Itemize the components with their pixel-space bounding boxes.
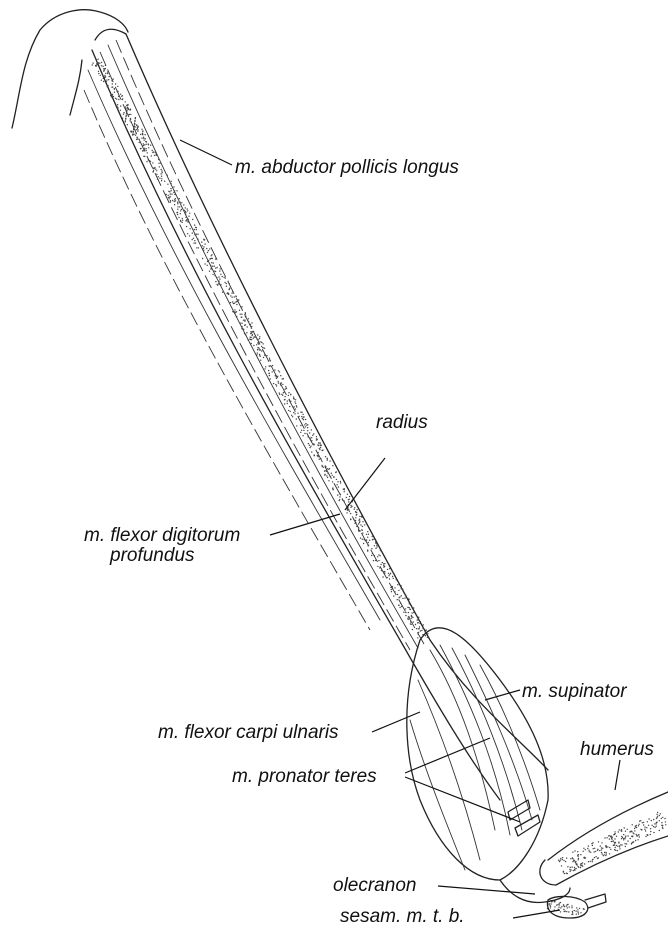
radius-stipple <box>92 59 667 917</box>
label-flexor-carpi-ulnaris: m. flexor carpi ulnaris <box>158 722 339 743</box>
leader-lines <box>180 140 620 918</box>
label-abductor-pollicis-longus: m. abductor pollicis longus <box>235 157 459 178</box>
label-pronator-teres: m. pronator teres <box>232 766 377 787</box>
leader-olecranon <box>438 886 535 894</box>
label-flexor-digitorum-line1: m. flexor digitorum <box>84 525 240 546</box>
label-flexor-digitorum-line2: profundus <box>109 545 195 566</box>
leader-pronator-b <box>405 777 520 822</box>
humerus-bone <box>540 792 668 885</box>
leader-radius <box>345 458 385 510</box>
label-olecranon: olecranon <box>333 875 416 896</box>
muscle-belly <box>407 628 548 880</box>
label-radius: radius <box>376 412 428 433</box>
label-supinator: m. supinator <box>522 681 627 702</box>
leader-supinator <box>485 690 520 700</box>
leader-abductor <box>180 140 232 165</box>
olecranon-region <box>500 880 606 918</box>
wrist-outline <box>12 10 128 128</box>
label-sesam-mtb: sesam. m. t. b. <box>340 906 465 927</box>
leader-humerus <box>615 760 620 790</box>
forearm-shaft <box>84 34 548 800</box>
vessel-stubs <box>508 800 540 836</box>
label-humerus: humerus <box>580 739 654 760</box>
